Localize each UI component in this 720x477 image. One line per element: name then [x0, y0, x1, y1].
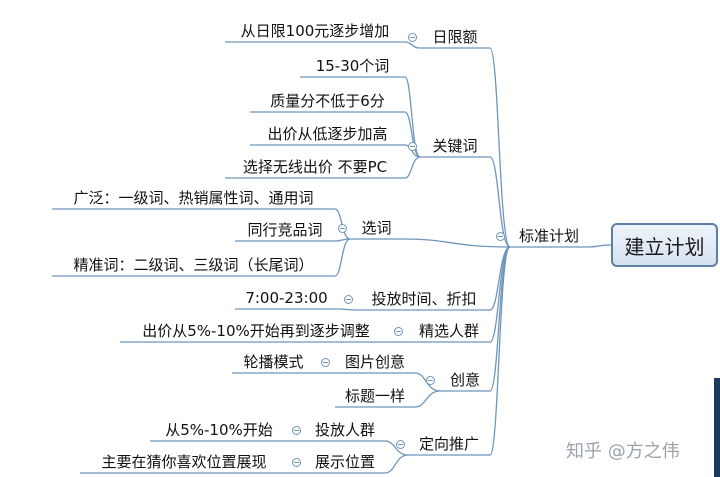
root-node-label: 建立计划	[624, 234, 705, 259]
node-budget[interactable]: 日限额	[432, 28, 478, 46]
connector-creative_title	[414, 390, 441, 408]
node-sel-2[interactable]: 同行竞品词	[247, 221, 323, 239]
connector-target_crowd	[384, 440, 409, 456]
node-target-pos[interactable]: 展示位置	[314, 453, 375, 471]
collapse-toggle-icon[interactable]	[396, 440, 405, 449]
node-sel[interactable]: 选词	[361, 219, 392, 237]
collapse-toggle-icon[interactable]	[408, 142, 417, 151]
watermark: 知乎 @方之伟	[566, 441, 680, 462]
collapse-toggle-icon[interactable]	[292, 458, 301, 467]
node-budget-1[interactable]: 从日限100元逐步增加	[240, 22, 390, 40]
connector-kw	[489, 156, 511, 248]
node-time[interactable]: 投放时间、折扣	[371, 290, 477, 308]
edge-strip	[714, 378, 720, 477]
node-kw-1[interactable]: 15-30个词	[315, 57, 390, 75]
collapse-toggle-icon[interactable]	[338, 224, 347, 233]
node-crowd-1[interactable]: 出价从5%-10%开始再到逐步调整	[142, 322, 370, 340]
node-kw[interactable]: 关键词	[432, 137, 478, 155]
node-target-crowd-1[interactable]: 从5%-10%开始	[165, 421, 273, 439]
node-creative-img-1[interactable]: 轮播模式	[243, 353, 304, 371]
branch-lines	[52, 41, 612, 474]
collapse-toggle-icon[interactable]	[292, 426, 301, 435]
node-creative-title[interactable]: 标题一样	[344, 387, 405, 405]
node-target[interactable]: 定向推广	[418, 435, 479, 453]
collapse-toggle-icon[interactable]	[408, 33, 417, 42]
connector-sel	[402, 238, 511, 248]
connector-budget	[489, 47, 511, 248]
collapse-toggle-icon[interactable]	[344, 295, 353, 304]
collapse-toggle-icon[interactable]	[394, 327, 403, 336]
node-sel-3[interactable]: 精准词：二级词、三级词（长尾词）	[73, 256, 314, 274]
connector-target_pos	[384, 454, 409, 474]
node-kw-4[interactable]: 选择无线出价 不要PC	[242, 158, 388, 176]
node-std[interactable]: 标准计划	[518, 227, 579, 245]
node-target-crowd[interactable]: 投放人群	[314, 421, 375, 439]
node-kw-3[interactable]: 出价从低逐步加高	[267, 125, 388, 143]
connector-kw_4	[404, 156, 421, 179]
node-creative-img[interactable]: 图片创意	[344, 353, 405, 371]
connector-kw_2	[404, 111, 421, 158]
collapse-toggle-icon[interactable]	[426, 376, 435, 385]
node-time-1[interactable]: 7:00-23:00	[245, 289, 328, 307]
node-crowd[interactable]: 精选人群	[418, 322, 479, 340]
connector-std	[587, 244, 612, 248]
node-sel-1[interactable]: 广泛：一级词、热销属性词、通用词	[73, 189, 314, 207]
connector-budget_1	[404, 41, 421, 49]
collapse-toggle-icon[interactable]	[496, 232, 505, 241]
root-node[interactable]: 建立计划	[611, 223, 718, 267]
node-target-pos-1[interactable]: 主要在猜你喜欢位置展现	[101, 453, 267, 471]
connector-sel_3	[334, 238, 351, 277]
node-creative[interactable]: 创意	[449, 371, 480, 389]
connector-creative	[489, 246, 511, 392]
node-kw-2[interactable]: 质量分不低于6分	[270, 92, 385, 110]
connector-target	[489, 246, 511, 456]
connector-time_1	[337, 308, 359, 311]
collapse-toggle-icon[interactable]	[321, 358, 330, 367]
connector-kw_3	[404, 144, 421, 158]
